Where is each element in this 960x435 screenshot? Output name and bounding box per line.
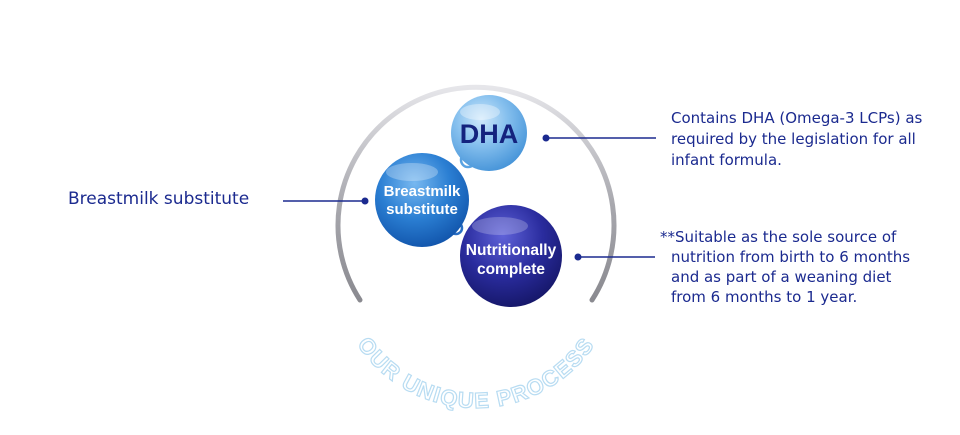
callout-line-bottom [574,253,655,261]
callout-line-left [283,197,369,205]
nutritionally-bubble-line2: complete [477,261,545,278]
callout-bottom-line-4: from 6 months to 1 year. [671,288,858,306]
dha-bubble-label: DHA [460,119,519,149]
dha-bubble: DHA [451,95,527,171]
arc-text-our-unique-process: OUR UNIQUE PROCESS [353,332,600,413]
callout-line-top [542,134,656,142]
nutritionally-complete-bubble: Nutritionally complete [460,205,562,307]
callout-breastmilk-substitute: Breastmilk substitute [68,189,250,209]
process-ring [335,84,617,303]
breastmilk-substitute-bubble: Breastmilk substitute [375,153,469,247]
callout-bottom-line-3: and as part of a weaning diet [671,268,892,286]
breastmilk-bubble-line2: substitute [386,201,458,218]
callout-bottom-line-2: nutrition from birth to 6 months [671,248,911,266]
callout-nutritionally-complete: **Suitable as the sole source of nutriti… [660,227,950,307]
callout-dha: Contains DHA (Omega-3 LCPs) as required … [671,109,923,169]
callout-bottom-line-1: **Suitable as the sole source of [660,228,897,246]
nutritionally-bubble-line1: Nutritionally [466,242,557,259]
breastmilk-bubble-line1: Breastmilk [384,183,461,200]
